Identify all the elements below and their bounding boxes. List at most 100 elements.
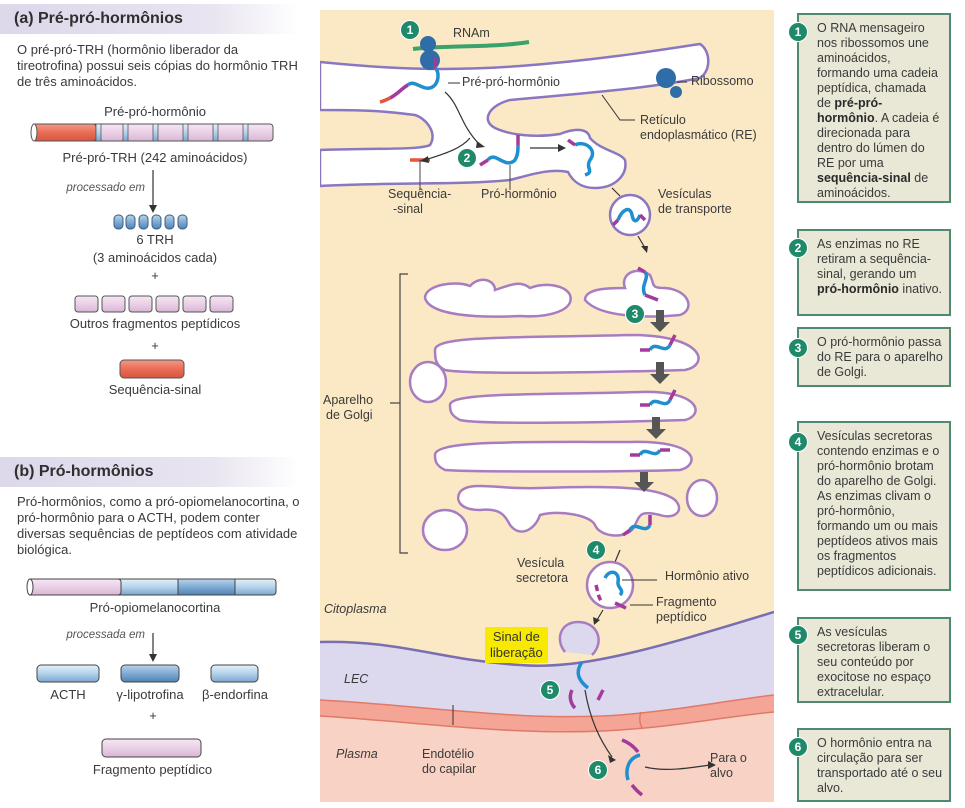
diagram-step-6-badge: 6 xyxy=(588,760,608,780)
processed-label: processada em xyxy=(66,629,145,641)
ribosome-large xyxy=(420,50,440,70)
trh-count-label: 6 TRH xyxy=(136,232,174,247)
step-text-segment: O RNA mensageiro nos ribossomos une amin… xyxy=(817,21,938,110)
circulating-hormone xyxy=(625,753,641,781)
golgi-label-1: Aparelho xyxy=(323,393,374,407)
pomc-label: Pró-opiomelanocortina xyxy=(89,600,221,615)
endothelium-label-2: do capilar xyxy=(422,762,477,776)
step-text-segment: O hormônio entra na circulação para ser … xyxy=(817,736,943,795)
fragment-label-1: Fragmento xyxy=(656,595,717,609)
ribosome-small xyxy=(420,36,436,52)
diagram-step-3-badge: 3 xyxy=(625,304,645,324)
plasma-region xyxy=(320,712,774,802)
step-3-badge: 3 xyxy=(788,338,808,358)
fragments-label: Outros fragmentos peptídicos xyxy=(69,316,241,331)
secretion-diagram xyxy=(320,10,774,802)
preprohormone-chain xyxy=(406,66,440,90)
fragment-label: Fragmento peptídico xyxy=(92,762,213,777)
step-text-segment: As enzimas no RE retiram a sequência-sin… xyxy=(817,237,931,281)
transport-vesicle xyxy=(608,193,652,237)
signal-seq-label-1: Sequência- xyxy=(388,187,452,201)
target-label-2: alvo xyxy=(710,766,733,780)
panel-b-description: Pró-hormônios, como a pró-opiomelanocort… xyxy=(17,494,300,557)
lipotropin-label: γ-lipotrofina xyxy=(116,687,184,702)
step-2-box: As enzimas no RE retiram a sequência-sin… xyxy=(797,229,951,316)
pomc-bar xyxy=(26,578,277,596)
step-text-segment: de aminoácidos. xyxy=(817,171,929,200)
panel-b-figure xyxy=(26,578,277,758)
step-6-box: O hormônio entra na circulação para ser … xyxy=(797,728,951,802)
golgi-label-2: de Golgi xyxy=(326,408,373,422)
diagram-step-4-badge: 4 xyxy=(586,540,606,560)
secretory-vesicle-label-2: secretora xyxy=(516,571,569,585)
preprotrh-bar xyxy=(30,123,274,142)
step-key-term: pré-pró-hormônio xyxy=(817,96,883,125)
step-text-segment: inativo. xyxy=(898,282,943,296)
lipotropin-cylinder xyxy=(120,664,180,683)
endothelium-label-1: Endotélio xyxy=(422,747,475,761)
cell-membrane xyxy=(320,610,774,667)
processed-label: processado em xyxy=(66,182,145,194)
step-4-text: Vesículas secretoras contendo enzimas e … xyxy=(817,429,939,578)
signal-sequence-cylinder xyxy=(119,359,185,379)
golgi-bracket xyxy=(399,273,408,554)
plus-sign: + xyxy=(149,708,157,723)
ecf-label: LEC xyxy=(344,672,369,686)
fragment-label-2: peptídico xyxy=(656,610,707,624)
preprohormone-bar-label: Pré-pró-hormônio xyxy=(104,104,206,119)
preprohormone-label: Pré-pró-hormônio xyxy=(462,75,560,89)
er-label-2: endoplasmático (RE) xyxy=(640,128,757,142)
step-3-text: O pró-hormônio passa do RE para o aparel… xyxy=(817,335,943,379)
trh-segments xyxy=(95,123,249,142)
endorphin-cylinder xyxy=(210,664,259,683)
er-label-1: Retículo xyxy=(640,113,686,127)
step-5-badge: 5 xyxy=(788,625,808,645)
panel-a-title: (a) Pré-pró-hormônios xyxy=(0,4,300,34)
trh-units xyxy=(113,214,188,230)
mrna-label: RNAm xyxy=(453,26,490,40)
panel-a-figure xyxy=(30,123,274,379)
step-5-box: As vesículas secretoras liberam o seu co… xyxy=(797,617,951,703)
diagram-step-2-badge: 2 xyxy=(457,148,477,168)
step-4-badge: 4 xyxy=(788,432,808,452)
preprotrh-label: Pré-pró-TRH (242 aminoácidos) xyxy=(62,150,248,165)
step-6-text: O hormônio entra na circulação para ser … xyxy=(817,736,942,795)
acth-label: ACTH xyxy=(50,687,86,702)
prohormone-label: Pró-hormônio xyxy=(481,187,557,201)
step-text-segment: Vesículas secretoras contendo enzimas e … xyxy=(817,429,940,578)
ribosome-free xyxy=(656,68,682,98)
golgi-transit-arrows xyxy=(634,310,670,492)
secretory-vesicle-label-1: Vesícula xyxy=(517,556,565,570)
release-signal-badge: Sinal de liberação xyxy=(485,627,548,663)
signal-segment xyxy=(32,123,97,142)
fragment-cylinder xyxy=(101,738,202,758)
diagram-step-1-badge: 1 xyxy=(400,20,420,40)
step-text-segment: O pró-hormônio passa do RE para o aparel… xyxy=(817,335,943,379)
signal-seq-label-2: -sinal xyxy=(393,202,423,216)
golgi-apparatus xyxy=(408,269,719,552)
step-2-badge: 2 xyxy=(788,238,808,258)
transport-vesicle-label-2: de transporte xyxy=(658,202,732,216)
diagram-step-5-badge: 5 xyxy=(540,680,560,700)
panel-a-description: O pré-pró-TRH (hormônio liberador da tir… xyxy=(17,42,298,89)
cytoplasm-label: Citoplasma xyxy=(324,602,387,616)
step-key-term: sequência-sinal xyxy=(817,171,911,185)
step-2-text: As enzimas no RE retiram a sequência-sin… xyxy=(817,237,942,296)
plasma-label: Plasma xyxy=(336,747,378,761)
signal-sequence-label: Sequência-sinal xyxy=(108,382,202,397)
ribosome-label: Ribossomo xyxy=(691,74,754,88)
exocytosis-vesicle xyxy=(558,620,600,656)
step-key-term: pró-hormônio xyxy=(817,282,899,296)
step-text-segment: . A cadeia é direcionada para dentro do … xyxy=(817,111,940,170)
transport-vesicle-label-1: Vesículas xyxy=(658,187,712,201)
endoplasmic-reticulum xyxy=(320,42,710,190)
plus-sign: + xyxy=(151,268,159,283)
other-fragments xyxy=(74,295,234,313)
endorphin-label: β-endorfina xyxy=(201,687,268,702)
release-signal-label-2: liberação xyxy=(490,645,543,660)
step-1-text: O RNA mensageiro nos ribossomos une amin… xyxy=(817,21,939,200)
step-6-badge: 6 xyxy=(788,737,808,757)
target-label-1: Para o xyxy=(710,751,747,765)
trh-detail-label: (3 aminoácidos cada) xyxy=(92,250,218,265)
acth-cylinder xyxy=(36,664,100,683)
